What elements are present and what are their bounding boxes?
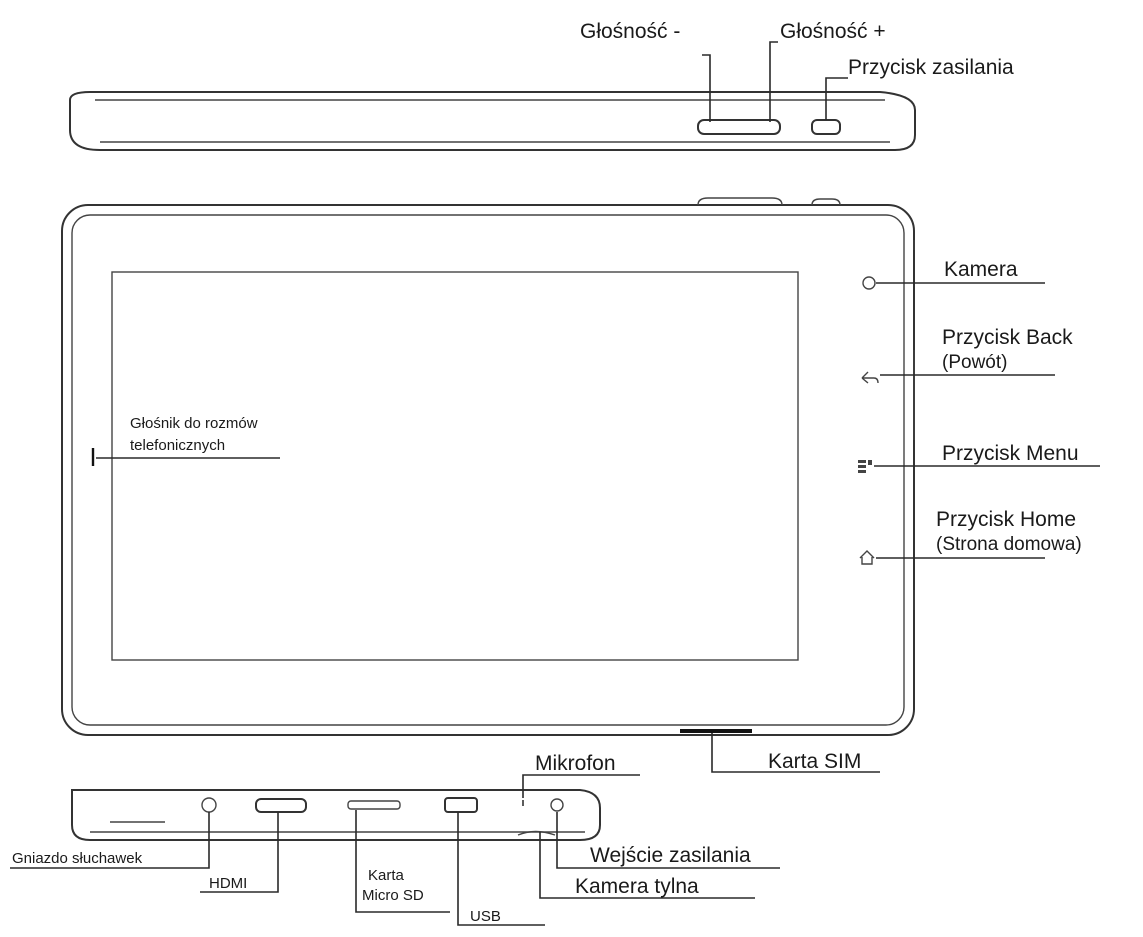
back-icon [861,371,879,384]
label-camera: Kamera [944,258,1018,281]
leader-microsd [355,810,450,913]
leader-power [825,77,848,120]
leader-hdmi [200,812,279,893]
label-menu-button: Przycisk Menu [942,442,1079,465]
top-edge-view [69,91,916,151]
label-volume-down: Głośność - [580,20,680,43]
leader-microphone [522,774,640,798]
label-speaker-line1: Głośnik do rozmów [130,415,258,432]
leader-volume-up [769,41,778,122]
label-hdmi: HDMI [209,875,247,892]
label-power-button: Przycisk zasilania [848,56,1014,79]
label-home-line2: (Strona domowa) [936,534,1082,555]
label-sim-card: Karta SIM [768,750,861,773]
leader-power-input [556,812,780,869]
home-icon [859,550,875,565]
camera-icon [862,276,876,290]
label-volume-up: Głośność + [780,20,886,43]
label-power-input: Wejście zasilania [590,844,751,867]
leader-rear-camera [539,832,755,899]
usb-port [444,797,478,813]
leader-volume-down [702,54,711,122]
label-home-line1: Przycisk Home [936,508,1076,531]
front-view [61,197,915,736]
microsd-slot [347,800,401,810]
volume-rocker [697,119,781,135]
label-microphone: Mikrofon [535,752,616,775]
leader-sim [711,733,880,773]
rear-camera [517,830,556,836]
label-headphone-jack: Gniazdo słuchawek [12,850,143,867]
label-back-line1: Przycisk Back [942,326,1073,349]
screen [111,271,799,661]
label-microsd-line2: Micro SD [362,887,424,904]
bottom-edge-view [71,789,601,841]
label-microsd-line1: Karta [368,867,405,884]
headphone-jack [201,797,217,813]
power-input [550,798,564,812]
leader-usb [457,812,545,926]
label-rear-camera: Kamera tylna [575,875,699,898]
label-speaker-line2: telefonicznych [130,437,225,454]
leader-headphone [10,812,210,869]
label-usb: USB [470,908,501,925]
power-button-shape [811,119,841,135]
label-back-line2: (Powót) [942,352,1007,373]
hdmi-port [255,798,307,813]
menu-icon [858,460,872,473]
